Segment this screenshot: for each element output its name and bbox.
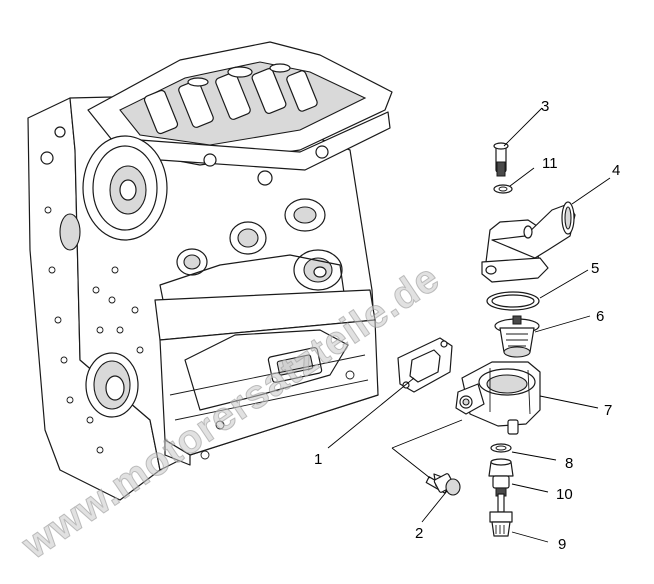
thermostat: [494, 315, 540, 358]
callout-10: 10: [556, 486, 573, 503]
sensor-adapter: [488, 458, 514, 497]
sealing-washer: [493, 184, 513, 194]
rocker-details: [143, 63, 318, 135]
callout-5: 5: [591, 260, 599, 277]
thermostat-housing: [455, 361, 541, 435]
callout-9: 9: [558, 536, 566, 553]
front-bosses: [159, 198, 346, 326]
callout-6: 6: [596, 308, 604, 325]
thermostat-o-ring: [486, 291, 540, 311]
callout-3: 3: [541, 98, 549, 115]
callout-7: 7: [604, 402, 612, 419]
thermostat-housing-gasket: [397, 337, 453, 393]
thermostat-cover: [481, 201, 576, 283]
sensor-washer: [490, 443, 512, 453]
thermostat-cover-bolt: [493, 142, 509, 177]
flange-holes: [40, 126, 144, 454]
callout-8: 8: [565, 455, 573, 472]
timing-cover: [82, 135, 168, 241]
callout-1: 1: [314, 451, 322, 468]
lower-frame: [154, 289, 379, 466]
callout-2: 2: [415, 525, 423, 542]
leader-lines: [327, 107, 611, 543]
engine-block: [27, 41, 393, 501]
callout-numbers: 1 2 3 4 5 6 7 8 9 10 11: [314, 98, 620, 553]
housing-bolt: [425, 473, 461, 496]
temperature-sensor: [489, 493, 513, 537]
crank-bore: [85, 352, 139, 418]
callout-4: 4: [612, 162, 620, 179]
callout-11: 11: [542, 155, 558, 172]
